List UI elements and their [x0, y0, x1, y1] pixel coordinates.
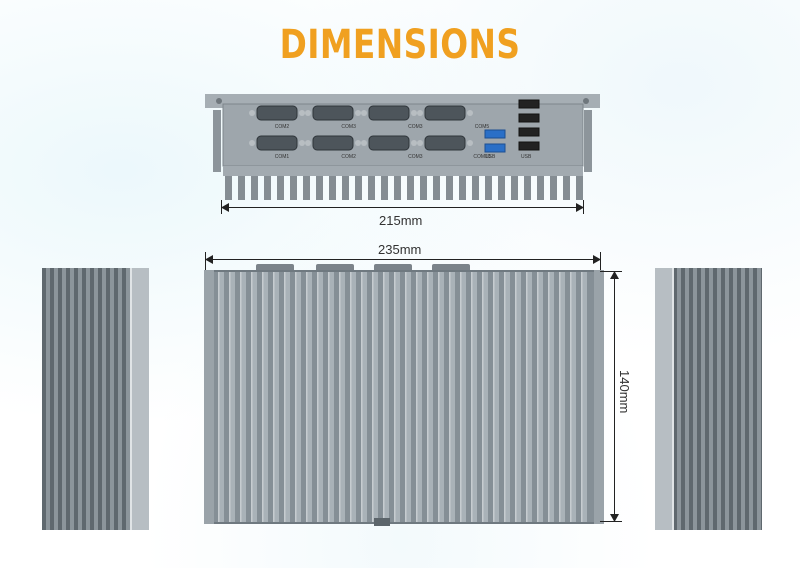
usb-label: USB: [485, 154, 496, 160]
page-title: DIMENSIONS: [279, 22, 521, 68]
com-label: COM5: [474, 124, 490, 130]
left-side-view: [42, 268, 149, 530]
com-label: COM3: [341, 124, 356, 130]
com-label: COM10: [473, 154, 491, 160]
com-label-row-bottom: COM1 COM2 COM3 COM10: [262, 154, 502, 160]
dimension-label-depth: 215mm: [379, 213, 423, 228]
com-label: COM3: [408, 154, 423, 160]
dimension-label-width: 235mm: [378, 242, 422, 257]
com-label: COM2: [274, 124, 290, 130]
com-label-row-top: COM2 COM3 COM3 COM5: [262, 124, 502, 130]
com-label: COM2: [341, 154, 356, 160]
dimension-label-height: 140mm: [617, 370, 632, 414]
top-view-heatsink: [204, 264, 604, 526]
right-side-view: [655, 268, 762, 530]
com-label: COM3: [408, 124, 423, 130]
front-panel-view: [205, 94, 600, 200]
com-label: COM1: [274, 154, 290, 160]
usb-label: USB: [521, 154, 532, 160]
